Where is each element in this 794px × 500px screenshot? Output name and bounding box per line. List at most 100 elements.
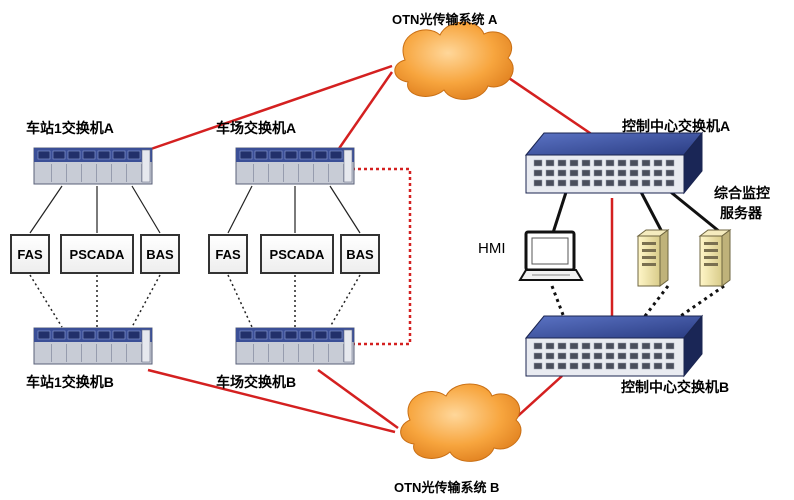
chassis-port	[593, 159, 603, 167]
station1-pscada-box: PSCADA	[60, 234, 134, 274]
chassis-port	[557, 169, 567, 177]
chassis-port	[665, 342, 675, 350]
chassis-port	[665, 179, 675, 187]
otn-cloud-a	[394, 21, 514, 100]
cc-switch-b	[524, 314, 704, 378]
chassis-port	[569, 179, 579, 187]
depot-switch-a	[235, 147, 355, 185]
chassis-port	[593, 342, 603, 350]
depot-switch-b-label: 车场交换机B	[216, 374, 297, 390]
chassis-port	[533, 362, 543, 370]
rack-port	[37, 150, 51, 160]
chassis-port	[605, 342, 615, 350]
rack-port	[254, 150, 268, 160]
chassis-port	[533, 342, 543, 350]
chassis-port	[629, 169, 639, 177]
chassis-port	[581, 169, 591, 177]
chassis-port	[629, 179, 639, 187]
chassis-port	[593, 179, 603, 187]
chassis-port	[617, 342, 627, 350]
chassis-port	[533, 169, 543, 177]
chassis-port	[557, 159, 567, 167]
chassis-port	[629, 352, 639, 360]
chassis-port	[641, 352, 651, 360]
chassis-port	[557, 179, 567, 187]
chassis-port	[581, 362, 591, 370]
station1-bas-box: BAS	[140, 234, 180, 274]
chassis-port	[617, 159, 627, 167]
rack-port	[269, 330, 283, 340]
chassis-port	[557, 342, 567, 350]
depot-fas-box: FAS	[208, 234, 248, 274]
chassis-port	[545, 169, 555, 177]
chassis-port	[593, 352, 603, 360]
depot-switch-a-label: 车场交换机A	[216, 120, 297, 136]
chassis-port	[641, 159, 651, 167]
chassis-port	[605, 159, 615, 167]
chassis-port	[665, 169, 675, 177]
rack-port	[67, 330, 81, 340]
chassis-port	[533, 159, 543, 167]
server-icon-2	[698, 229, 732, 287]
chassis-port	[569, 159, 579, 167]
chassis-port	[533, 179, 543, 187]
chassis-port	[557, 352, 567, 360]
cc-switch-a	[524, 131, 704, 195]
chassis-port	[569, 342, 579, 350]
chassis-port	[581, 342, 591, 350]
chassis-port	[593, 169, 603, 177]
rack-port	[239, 150, 253, 160]
station-links-solid	[29, 185, 361, 234]
cc-links-dotted	[550, 284, 725, 324]
chassis-port	[569, 352, 579, 360]
depot-pscada-box: PSCADA	[260, 234, 334, 274]
link-station1b-otnb	[147, 368, 396, 434]
chassis-port	[545, 342, 555, 350]
chassis-port	[581, 179, 591, 187]
chassis-port	[545, 352, 555, 360]
chassis-port	[665, 159, 675, 167]
chassis-port	[581, 159, 591, 167]
otn-cloud-b	[400, 383, 522, 462]
rack-port	[299, 330, 313, 340]
chassis-port	[629, 362, 639, 370]
link-depotb-otnb	[317, 368, 399, 430]
rack-port	[314, 330, 328, 340]
depot-switch-b	[235, 327, 355, 365]
rack-port	[82, 150, 96, 160]
chassis-port	[569, 169, 579, 177]
chassis-port	[581, 352, 591, 360]
chassis-port	[653, 352, 663, 360]
chassis-port	[533, 352, 543, 360]
otn-a-label: OTN光传输系统 A	[392, 12, 498, 27]
rack-port	[239, 330, 253, 340]
chassis-port	[653, 179, 663, 187]
chassis-port	[605, 362, 615, 370]
chassis-port	[617, 362, 627, 370]
chassis-port	[557, 362, 567, 370]
rack-port	[284, 330, 298, 340]
chassis-port	[641, 362, 651, 370]
link-station1a-otna	[147, 64, 393, 152]
chassis-port	[641, 179, 651, 187]
chassis-port	[617, 179, 627, 187]
rack-port	[82, 330, 96, 340]
rack-port	[112, 330, 126, 340]
chassis-port	[665, 352, 675, 360]
chassis-port	[605, 179, 615, 187]
chassis-port	[617, 352, 627, 360]
cc-switch-a-label: 控制中心交换机A	[622, 118, 731, 134]
rack-port	[37, 330, 51, 340]
rack-port	[112, 150, 126, 160]
link-depot-a-b-dotted	[352, 167, 412, 346]
rack-port	[329, 330, 343, 340]
station1-switch-b	[33, 327, 153, 365]
station-links-dotted	[29, 274, 361, 328]
depot-bas-box: BAS	[340, 234, 380, 274]
chassis-port	[569, 362, 579, 370]
rack-port	[329, 150, 343, 160]
station1-switch-a-label: 车站1交换机A	[26, 120, 114, 136]
station1-switch-a	[33, 147, 153, 185]
chassis-port	[545, 179, 555, 187]
